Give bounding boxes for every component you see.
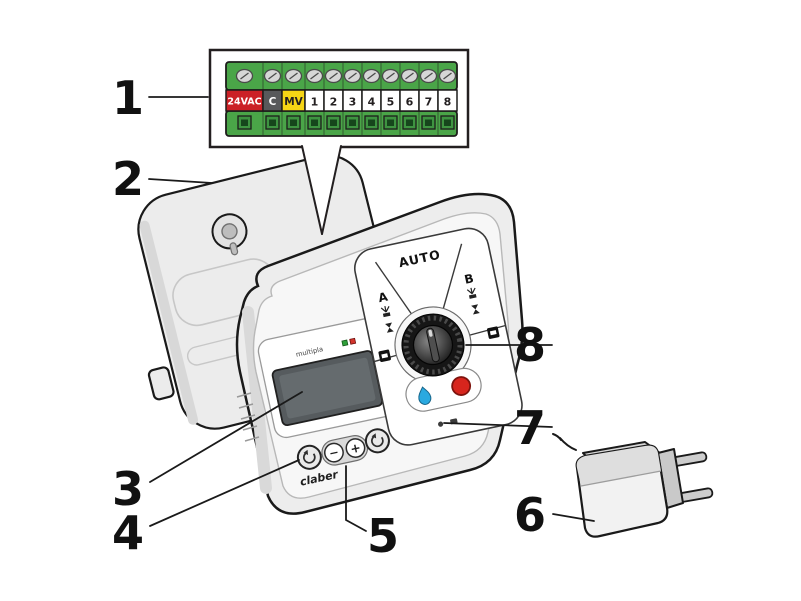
part-number-1: 1 — [112, 71, 144, 125]
terminal-cell: 7 — [418, 89, 439, 112]
svg-text:24VAC: 24VAC — [227, 97, 261, 108]
svg-text:MV: MV — [284, 96, 303, 108]
terminal-cell: 2 — [323, 89, 344, 112]
part-number-7: 7 — [514, 401, 546, 455]
led-red — [349, 337, 357, 345]
keyhole-slot — [229, 242, 239, 256]
part-numbers: 1 2 3 4 5 6 7 8 — [112, 71, 546, 563]
keyhole-center — [221, 223, 238, 240]
power-cord — [552, 433, 577, 451]
program-button-right[interactable] — [364, 427, 391, 454]
terminal-cell: 3 — [342, 89, 363, 112]
terminal-cell: 5 — [380, 89, 401, 112]
terminal-cell: 8 — [437, 89, 458, 112]
power-adapter — [552, 433, 714, 538]
minus-label: − — [328, 445, 340, 461]
knob-pointer — [428, 329, 433, 337]
stop-button[interactable] — [450, 375, 472, 396]
svg-text:3: 3 — [349, 96, 357, 109]
svg-text:5: 5 — [387, 96, 395, 109]
terminal-label-row: 24VAC C MV 1 2 3 — [225, 89, 458, 112]
terminal-cell: MV — [281, 89, 306, 112]
svg-text:8: 8 — [444, 96, 452, 109]
knob-grip — [426, 327, 440, 363]
terminal-holes-row — [237, 115, 455, 130]
terminal-strip: 24VAC C MV 1 2 3 — [225, 61, 458, 137]
terminal-cell: 4 — [361, 89, 382, 112]
part-number-8: 8 — [514, 318, 546, 372]
svg-text:C: C — [269, 96, 277, 108]
part-number-3: 3 — [112, 462, 144, 516]
part-number-4: 4 — [112, 506, 144, 560]
plus-label: + — [349, 440, 362, 457]
plate-side-tab — [147, 366, 175, 401]
svg-text:6: 6 — [406, 96, 414, 109]
minus-button[interactable] — [323, 442, 345, 464]
led-green — [341, 339, 349, 347]
svg-text:7: 7 — [425, 96, 433, 109]
terminal-cell: 24VAC — [225, 89, 264, 112]
terminal-cell: 6 — [399, 89, 420, 112]
leader-6 — [552, 513, 595, 522]
adapter-front-shading — [576, 445, 661, 486]
controller-unit: multipla − + claber — [235, 192, 524, 515]
body-edge-shading — [242, 306, 272, 494]
svg-text:1: 1 — [311, 96, 319, 109]
program-b-label: B — [463, 271, 475, 287]
leader-2 — [148, 178, 213, 184]
screw-terminals-row — [235, 68, 457, 84]
part-number-5: 5 — [367, 509, 399, 563]
knob-ridges — [403, 315, 463, 375]
terminal-separators — [262, 63, 439, 135]
leader-5 — [345, 465, 367, 532]
adapter-seam — [580, 470, 662, 487]
part-number-2: 2 — [112, 152, 144, 206]
dial-panel-group: AUTO A B — [354, 227, 523, 446]
leader-7 — [443, 422, 553, 428]
svg-text:4: 4 — [368, 96, 376, 109]
display-panel-group: multipla − + claber — [257, 317, 397, 489]
part-number-6: 6 — [514, 488, 546, 542]
leader-4 — [149, 459, 300, 527]
lcd-display-inner — [279, 357, 376, 419]
svg-text:2: 2 — [330, 96, 338, 109]
rotary-knob[interactable] — [396, 308, 470, 382]
leader-lines — [148, 96, 595, 532]
grip-ridges — [236, 392, 260, 442]
callout-tail — [302, 144, 341, 234]
terminal-cell: C — [262, 89, 283, 112]
terminal-cell: 1 — [304, 89, 325, 112]
plus-button[interactable] — [345, 437, 367, 459]
plate-shading — [139, 220, 198, 425]
leader-3 — [149, 391, 303, 483]
program-a-label: A — [377, 289, 390, 305]
